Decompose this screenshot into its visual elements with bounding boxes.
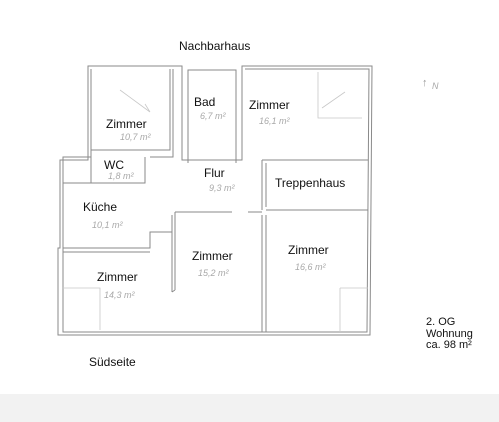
unit-label: Wohnung [426,327,473,340]
north-label: N [432,81,439,91]
room-name-zimmer-se: Zimmer [288,243,329,257]
window-sketch-se [339,287,368,332]
room-name-bad: Bad [194,95,216,109]
stair-sketch-nw [119,89,151,113]
wall-kueche [63,182,172,249]
room-area-zimmer-s: 15,2 m² [198,268,229,278]
apartment-info: 2. OG Wohnung ca. 98 m² [426,316,473,352]
wall-wc [90,157,146,184]
room-name-flur: Flur [204,166,225,180]
room-name-kueche: Küche [83,200,118,214]
room-area-zimmer-se: 16,6 m² [295,262,326,272]
room-name-wc: WC [104,158,124,172]
room-name-zimmer-sw: Zimmer [97,270,138,284]
room-name-treppenhaus: Treppenhaus [275,176,346,190]
stair-sketch-ne [317,72,362,119]
room-name-zimmer-s: Zimmer [192,249,233,263]
wall-flur-east [261,159,368,210]
room-area-bad: 6,7 m² [200,111,226,121]
room-area-zimmer-nw: 10,7 m² [120,132,151,142]
room-area-kueche: 10,1 m² [92,220,123,230]
wall-zimmer-nw [91,69,171,151]
wall-zimmer-s [171,211,262,292]
wall-zimmer-s-b [171,215,267,332]
neighbor-label: Nachbarhaus [179,39,251,53]
room-area-zimmer-ne: 16,1 m² [259,116,290,126]
north-arrow-icon: ↑ [422,77,428,89]
room-name-zimmer-ne: Zimmer [249,98,290,112]
floor-label: 2. OG [426,316,456,328]
window-sketch-sw [62,287,101,330]
room-area-flur: 9,3 m² [209,183,235,193]
floor-plan-drawing [57,65,373,336]
floor-plan-sheet: Nachbarhaus ↑ N Zimmer 10,7 m² Bad 6,7 m… [0,0,499,394]
south-label: Südseite [89,355,136,369]
room-area-zimmer-sw: 14,3 m² [104,290,135,300]
wall-bad [187,159,237,163]
room-area-wc: 1,8 m² [108,171,134,181]
wall-treppenhaus [265,163,368,211]
room-name-zimmer-nw: Zimmer [106,117,147,131]
outer-wall [57,65,373,336]
wall-zimmer-nw-b [150,69,174,158]
size-label: ca. 98 m² [426,339,472,352]
